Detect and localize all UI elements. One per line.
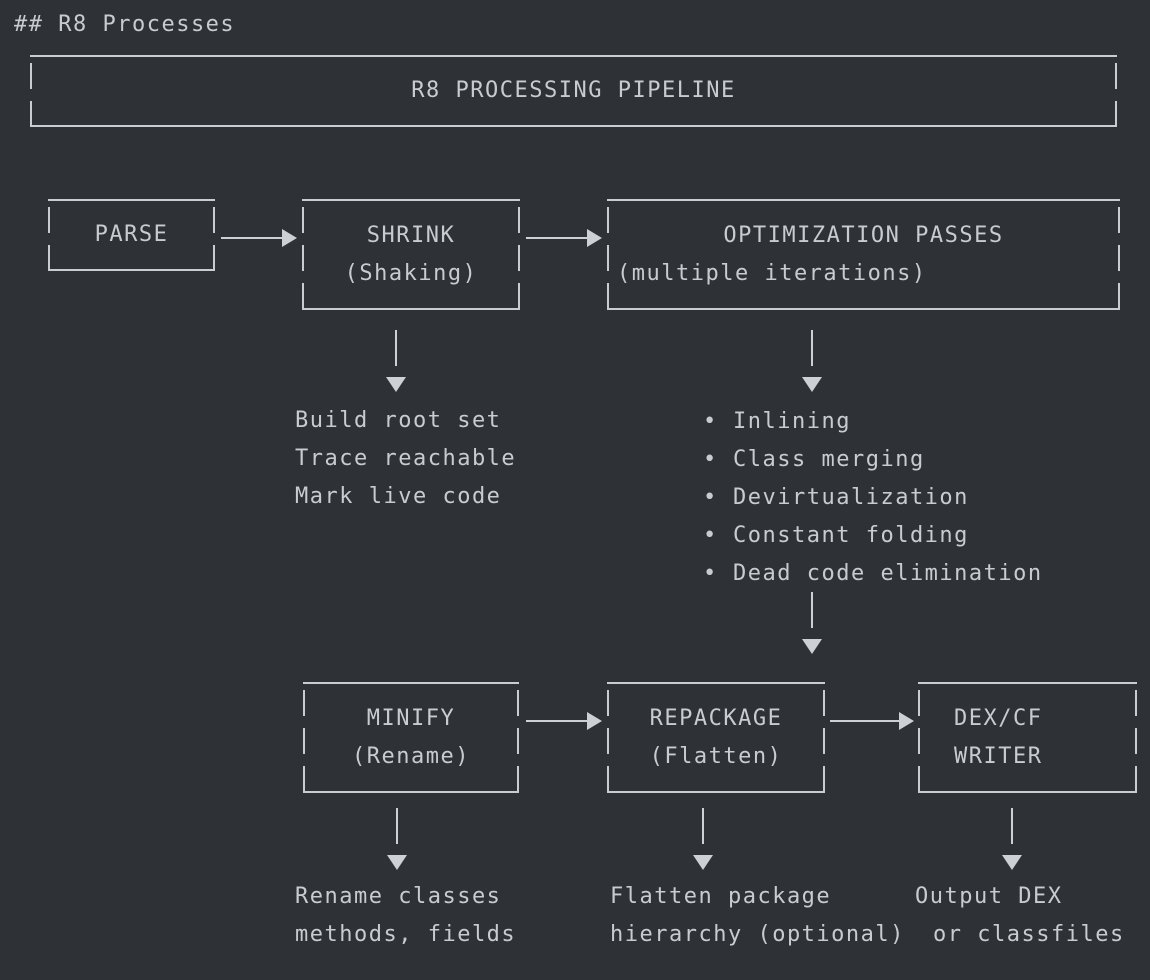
arrow-repackage-down <box>692 808 714 870</box>
stage-box-repackage: REPACKAGE (Flatten) <box>607 682 825 793</box>
bullet-icon: • <box>703 522 718 548</box>
arrowhead-down-icon <box>386 377 406 392</box>
shrink-details: Build root set Trace reachable Mark live… <box>295 402 516 516</box>
section-heading: ## R8 Processes <box>14 12 236 37</box>
stage-writer-title: DEX/CF <box>954 705 1043 731</box>
list-item: • Devirtualization <box>703 478 1043 516</box>
minify-detail-line: Rename classes <box>295 884 502 909</box>
stage-writer-subtitle: WRITER <box>954 743 1043 769</box>
optimization-detail-label: Class merging <box>733 446 925 472</box>
arrow-shaft <box>702 808 704 844</box>
repackage-detail-line: hierarchy (optional) <box>610 922 905 947</box>
optimization-detail-label: Constant folding <box>733 522 969 548</box>
list-item: • Class merging <box>703 440 1043 478</box>
bullet-icon: • <box>703 408 718 434</box>
arrowhead-down-icon <box>802 639 822 654</box>
stage-box-minify: MINIFY (Rename) <box>303 682 519 793</box>
arrowhead-right-icon <box>587 712 602 730</box>
arrowhead-right-icon <box>587 229 602 247</box>
bullet-icon: • <box>703 446 718 472</box>
arrow-shaft <box>830 720 901 722</box>
arrow-minify-to-repackage <box>526 712 602 730</box>
stage-optimization-title: OPTIMIZATION PASSES <box>723 222 1004 248</box>
stage-box-optimization: OPTIMIZATION PASSES (multiple iterations… <box>607 199 1120 310</box>
repackage-detail-line: Flatten package <box>610 884 832 909</box>
arrow-shaft <box>526 720 589 722</box>
arrow-parse-to-shrink <box>221 229 297 247</box>
writer-details: Output DEX or classfiles <box>915 878 1125 954</box>
shrink-detail-line: Mark live code <box>295 484 502 509</box>
stage-box-shrink: SHRINK (Shaking) <box>302 199 520 310</box>
arrow-writer-down <box>1001 808 1023 870</box>
list-item: • Dead code elimination <box>703 554 1043 592</box>
arrowhead-down-icon <box>387 855 407 870</box>
stage-repackage-subtitle: (Flatten) <box>649 743 783 769</box>
arrow-shaft <box>396 808 398 844</box>
arrowhead-right-icon <box>899 712 914 730</box>
arrow-shaft <box>811 592 813 628</box>
stage-parse-title: PARSE <box>94 222 169 247</box>
shrink-detail-line: Trace reachable <box>295 446 517 471</box>
optimization-details: • Inlining • Class merging • Devirtualiz… <box>703 402 1043 592</box>
optimization-detail-label: Dead code elimination <box>733 560 1043 586</box>
arrow-shrink-down <box>385 330 407 392</box>
arrow-minify-down <box>386 808 408 870</box>
minify-details: Rename classes methods, fields <box>295 878 516 954</box>
arrow-to-repackage <box>801 592 823 654</box>
arrowhead-down-icon <box>693 855 713 870</box>
arrow-repackage-to-writer <box>830 712 914 730</box>
writer-detail-line: or classfiles <box>933 922 1125 947</box>
stage-shrink-title: SHRINK <box>366 222 456 248</box>
arrow-shrink-to-optimization <box>526 229 602 247</box>
arrowhead-down-icon <box>1002 855 1022 870</box>
stage-box-parse: PARSE <box>48 199 215 271</box>
arrowhead-right-icon <box>282 229 297 247</box>
stage-minify-subtitle: (Rename) <box>352 743 470 769</box>
optimization-detail-label: Devirtualization <box>733 484 969 510</box>
arrow-shaft <box>811 330 813 366</box>
stage-minify-title: MINIFY <box>366 705 456 731</box>
arrow-optimization-down <box>801 330 823 392</box>
minify-detail-line: methods, fields <box>295 922 517 947</box>
bullet-icon: • <box>703 484 718 510</box>
arrow-shaft <box>1011 808 1013 844</box>
arrow-shaft <box>526 237 589 239</box>
stage-optimization-subtitle: (multiple iterations) <box>617 260 927 286</box>
arrow-shaft <box>221 237 284 239</box>
pipeline-banner-box: R8 PROCESSING PIPELINE <box>30 55 1117 127</box>
stage-shrink-subtitle: (Shaking) <box>344 260 478 286</box>
optimization-detail-label: Inlining <box>733 408 851 434</box>
arrow-shaft <box>395 330 397 366</box>
stage-box-writer: DEX/CF WRITER <box>918 682 1137 793</box>
bullet-icon: • <box>703 560 718 586</box>
shrink-detail-line: Build root set <box>295 408 502 433</box>
pipeline-banner-title: R8 PROCESSING PIPELINE <box>411 78 736 103</box>
list-item: • Inlining <box>703 402 1043 440</box>
repackage-details: Flatten package hierarchy (optional) <box>610 878 905 954</box>
stage-repackage-title: REPACKAGE <box>649 705 783 731</box>
list-item: • Constant folding <box>703 516 1043 554</box>
writer-detail-line: Output DEX <box>915 884 1063 909</box>
arrowhead-down-icon <box>802 377 822 392</box>
